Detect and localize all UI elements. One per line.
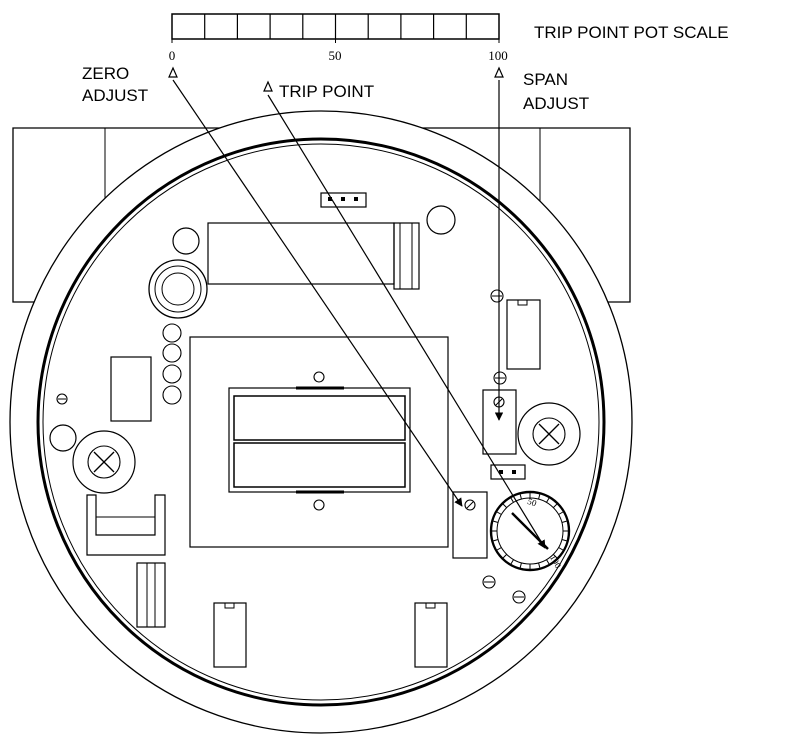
bottom-screw [512,590,526,604]
dial-pointer [511,512,549,550]
zero-pointer-triangle [168,66,178,78]
board-edge-inner [42,143,600,701]
dial-tick [510,559,514,565]
small-connector [490,464,526,480]
dial-tick [552,553,558,559]
led [162,385,182,405]
pointer-labels: ZERO ADJUST TRIP POINT SPAN ADJUST [82,64,589,113]
connector-pin [354,197,358,201]
circuit-board: 50 100 [49,192,581,668]
span-pointer-triangle [494,66,504,78]
led [162,343,182,363]
display-module [189,336,449,548]
dial-tick [546,559,550,565]
zero-adjust-leader [172,79,463,507]
relay-end-cap [393,222,420,290]
board-edge-outer [36,137,606,707]
lower-left-chip [136,562,166,628]
right-mount-screw [517,402,581,466]
trip-point-label: TRIP POINT [279,82,374,101]
zero-adjust-pot [452,491,488,559]
dial-tick [561,520,567,523]
zero-adjust-label-line2: ADJUST [82,86,148,105]
dial-tick [546,497,550,503]
dial-tick [519,494,522,500]
dial-tick [502,553,508,559]
led [162,323,182,343]
capacitor-mid [154,265,202,313]
dial-tick [496,547,502,551]
dial-tick [510,497,514,503]
top-right-hole [426,205,456,235]
dial-mark-50: 50 [526,496,538,509]
left-screw [56,393,68,405]
connector-pin [328,197,332,201]
scale-tick-100: 100 [488,48,508,63]
left-mount-screw [72,430,136,494]
lower-left-socket [86,494,166,556]
left-chip [110,356,152,422]
capacitor-outer [148,259,208,319]
dial-tick [558,547,564,551]
scale-tick-50: 50 [329,48,342,63]
right-screw-top [490,289,504,303]
leader-lines [172,79,549,550]
trip-point-leader [267,94,546,549]
led [162,364,182,384]
dial-tick [502,503,508,509]
span-adjust-label-line2: ADJUST [523,94,589,113]
dial-tick [519,562,522,568]
dial-tick [538,562,541,568]
scale-divisions [171,14,500,43]
bottom-screw [482,575,496,589]
capacitor-inner [161,272,195,306]
dial-tick [552,503,558,509]
pot-scale: 0 50 100 TRIP POINT POT SCALE [169,13,729,63]
zero-adjust-label-line1: ZERO [82,64,129,83]
connector-pin [341,197,345,201]
dial-tick [493,539,499,542]
dial-tick [561,539,567,542]
dial-tick [496,511,502,515]
right-screw-mid [493,371,507,385]
scale-tick-0: 0 [169,48,176,63]
left-hole-small [172,227,200,255]
dial-tick [558,511,564,515]
top-connector [320,192,367,208]
dial-tick [493,520,499,523]
span-adjust-label-line1: SPAN [523,70,568,89]
dial-tick [538,494,541,500]
trip-pointer-triangle [263,80,273,92]
left-hole-large [49,424,77,452]
scale-title: TRIP POINT POT SCALE [534,23,729,42]
